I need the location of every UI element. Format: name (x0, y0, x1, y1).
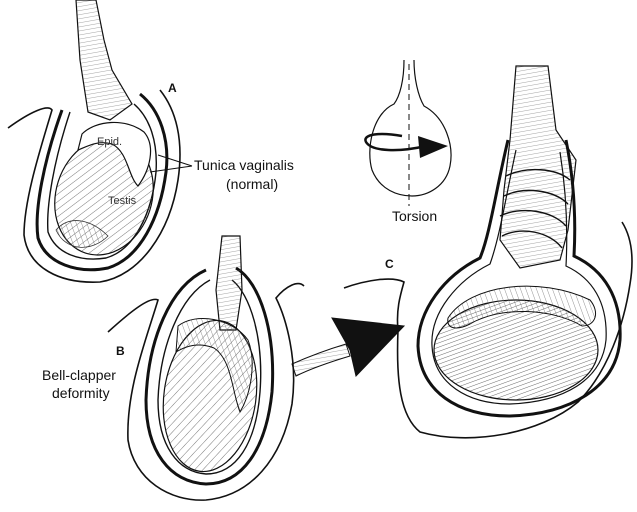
panel-b-spermatic-cord (216, 236, 242, 330)
tunica-vaginalis-label: Tunica vaginalis (194, 157, 294, 173)
panel-c-drawing (344, 66, 632, 438)
torsion-testis-outline (370, 60, 451, 196)
epididymis-label: Epid. (97, 136, 122, 149)
torsion-inset (365, 60, 451, 206)
panel-a-letter: A (168, 82, 177, 96)
progression-arrow (292, 318, 404, 376)
progression-arrow-shaft (292, 344, 350, 376)
panel-a-drawing (8, 0, 180, 282)
deformity-label: deformity (52, 385, 110, 401)
testis-label: Testis (108, 195, 136, 208)
panel-c-twisted-cord (500, 66, 576, 268)
panel-c-letter: C (385, 258, 394, 272)
panel-b-letter: B (116, 345, 125, 359)
torsion-rotation-arrow (365, 134, 426, 150)
torsion-label: Torsion (392, 208, 437, 224)
panel-b-drawing (108, 236, 304, 500)
bell-clapper-label: Bell-clapper (42, 367, 116, 383)
torsion-arrowhead (418, 136, 448, 158)
panel-a-spermatic-cord (76, 0, 132, 120)
tunica-vaginalis-normal-label: (normal) (226, 176, 278, 192)
